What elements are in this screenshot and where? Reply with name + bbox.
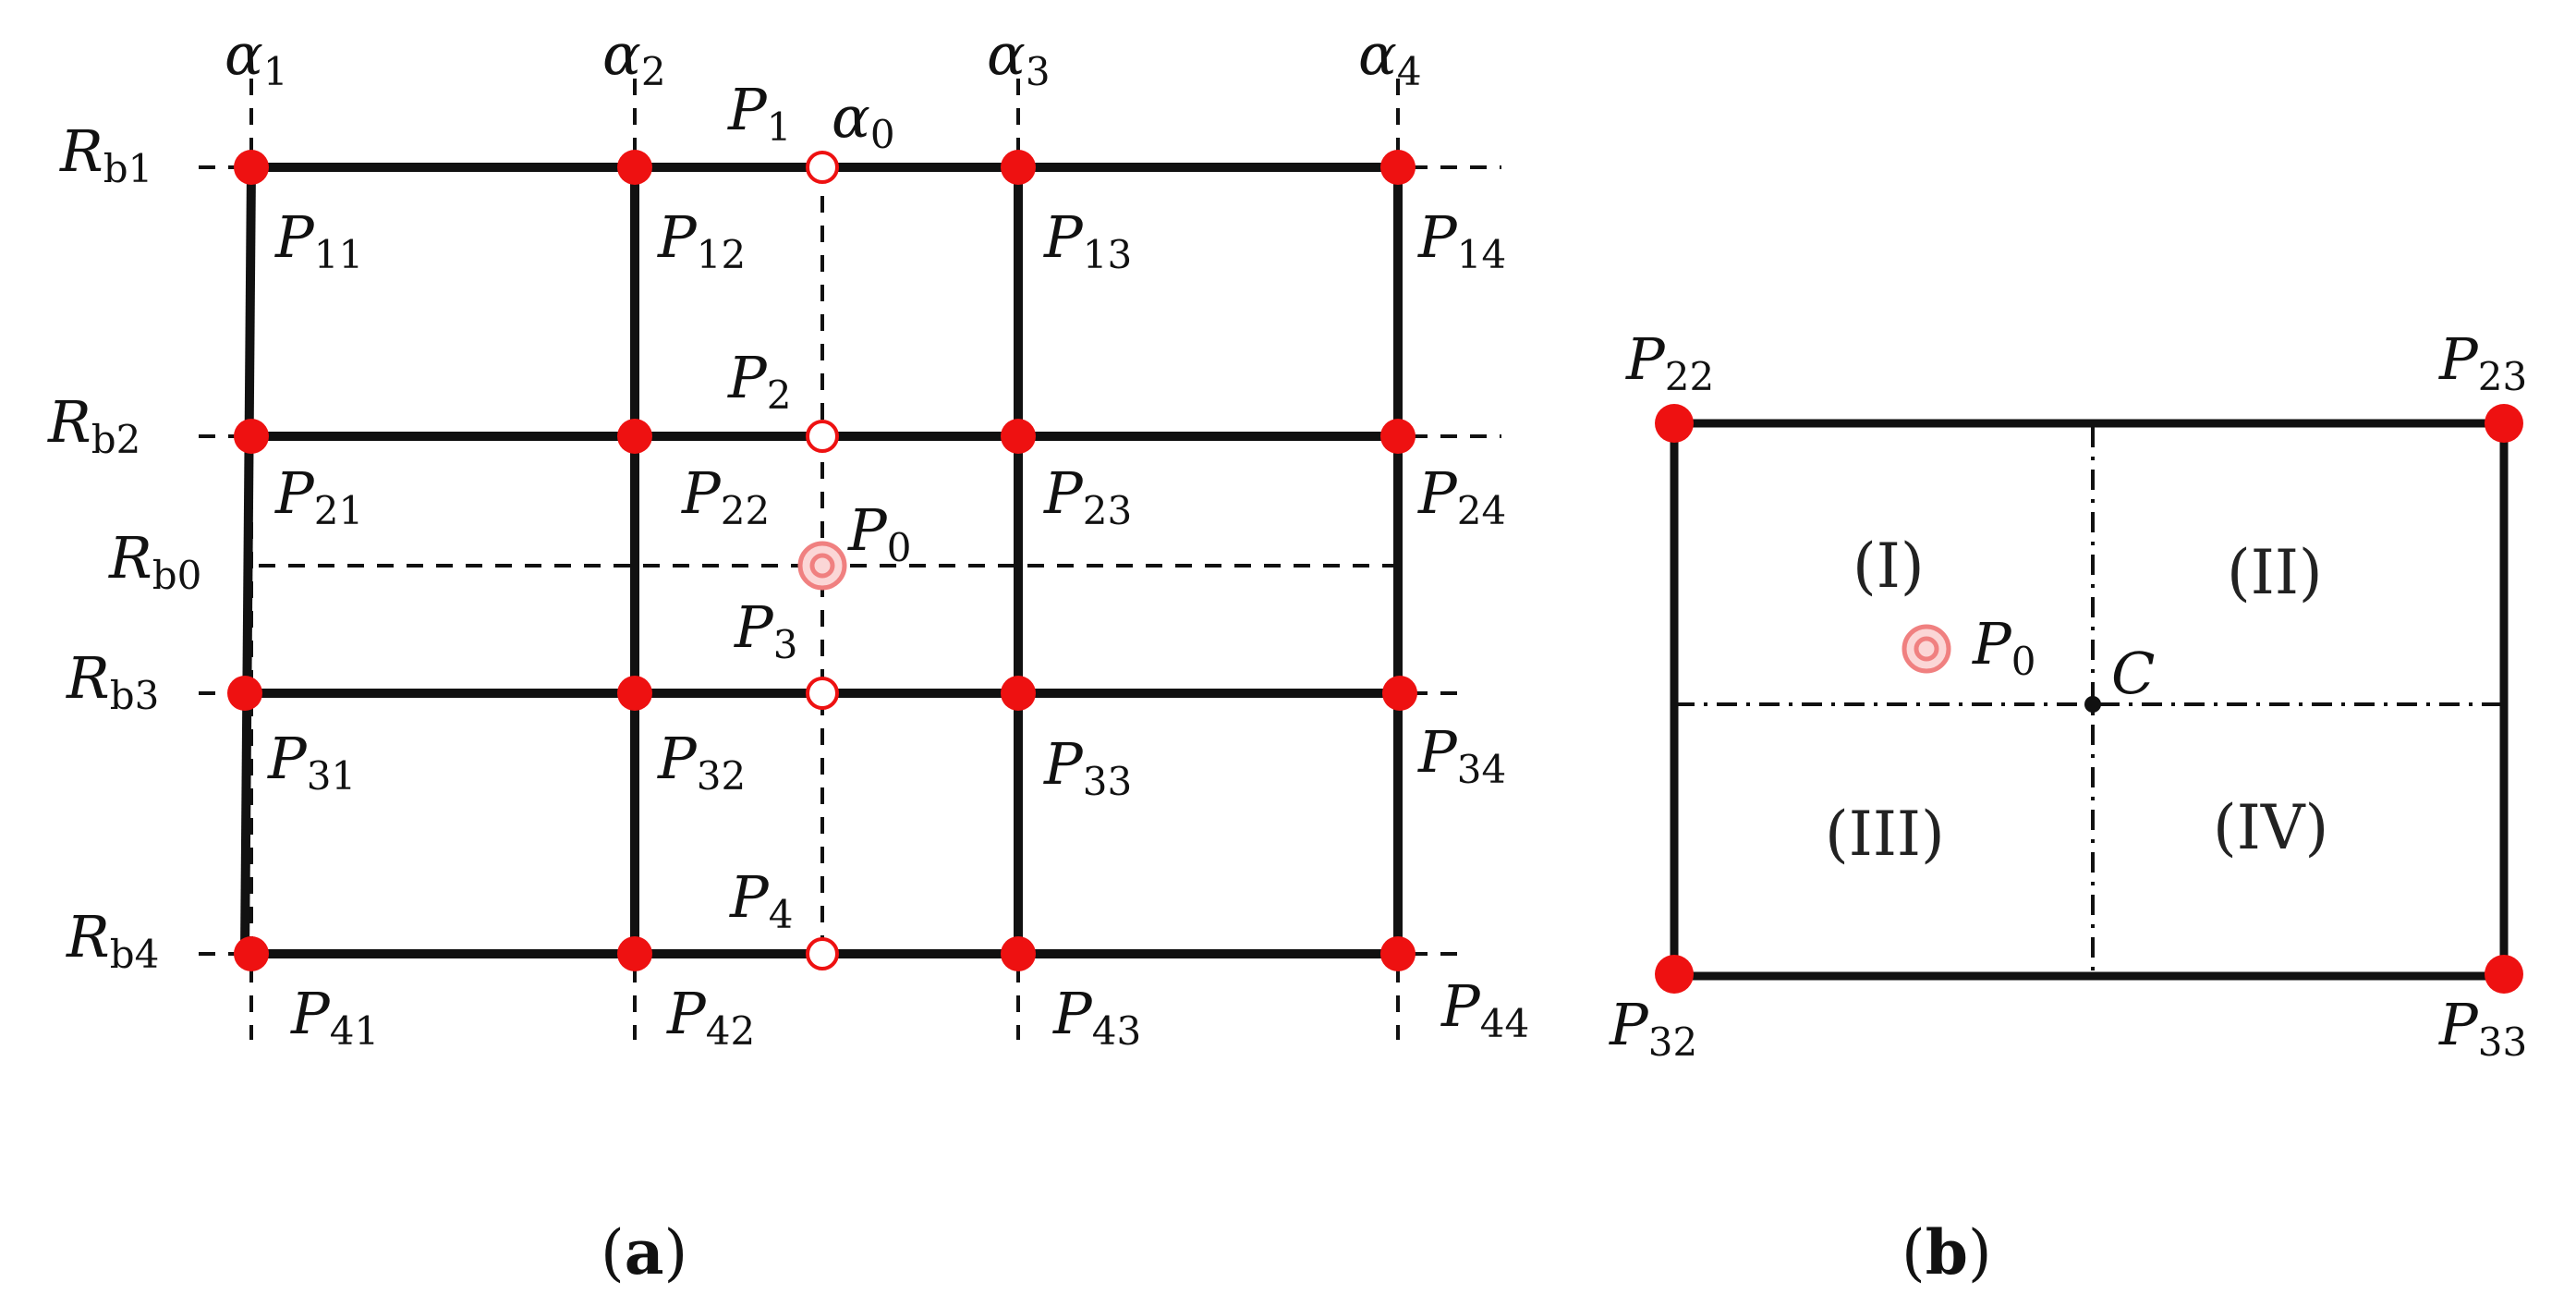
target-p0-marker-b [1902,624,1951,674]
center-point-c [2084,696,2101,713]
label-alpha4: α4 [1358,20,1422,94]
label-alpha3: α3 [987,20,1051,94]
label-alpha0: α0 [832,83,895,157]
label-p43: P43 [1052,980,1141,1054]
label-p22: P22 [681,459,770,533]
label-p24: P24 [1417,459,1506,533]
node-p34 [1382,676,1417,711]
node-p22 [617,419,652,454]
node-p43 [1001,936,1036,971]
probe-p1 [806,151,839,184]
label-p14: P14 [1417,203,1506,277]
label-corner-p33: P33 [2438,991,2527,1065]
quadrant-iii: (III) [1825,799,1945,870]
node-p24 [1380,419,1416,454]
cell-rectangle [1670,419,2509,981]
label-rb1: Rb1 [59,117,152,191]
corner-p33 [2485,955,2523,994]
label-corner-p32: P32 [1609,991,1697,1065]
panel-a: α1 α2 α3 α4 α0 Rb1 Rb2 Rb0 Rb3 Rb4 P11 P… [47,20,1529,1288]
label-p1: P1 [727,76,791,150]
node-p32 [617,676,652,711]
label-rb0: Rb0 [108,524,201,598]
label-p12: P12 [657,203,746,277]
node-p11 [234,150,269,185]
label-p23: P23 [1043,459,1132,533]
node-p23 [1001,419,1036,454]
label-p44: P44 [1440,972,1529,1046]
label-corner-p23: P23 [2438,325,2527,399]
corner-p22 [1655,404,1694,443]
label-p34: P34 [1417,718,1506,792]
probe-p3 [806,677,839,710]
label-p42: P42 [666,980,755,1054]
grid-nodes [227,150,1417,971]
node-p44 [1380,936,1416,971]
quadrant-ii: (II) [2227,537,2323,608]
panel-b: C P0 P22 P23 P32 P33 (I) (II) (III) (IV)… [1609,325,2527,1288]
label-p4: P4 [729,863,793,937]
label-c: C [2111,640,2155,707]
node-p12 [617,150,652,185]
node-p14 [1380,150,1416,185]
label-rb3: Rb3 [66,644,159,718]
probe-p4 [806,937,839,970]
label-p33: P33 [1043,730,1132,804]
node-p31 [227,676,262,711]
corner-p23 [2485,404,2523,443]
label-p21: P21 [274,459,363,533]
caption-a: (a) [601,1216,687,1288]
label-p3: P3 [734,593,797,667]
probe-nodes [806,151,839,970]
quadrant-iv: (IV) [2213,792,2328,863]
probe-p2 [806,420,839,453]
node-p41 [234,936,269,971]
label-alpha2: α2 [602,20,666,94]
grid-col-1 [240,166,256,955]
label-rb2: Rb2 [47,388,140,462]
target-p0-marker [797,541,847,591]
label-p41: P41 [290,980,379,1054]
label-p11: P11 [274,203,363,277]
label-corner-p22: P22 [1625,325,1714,399]
label-p0-b: P0 [1972,610,2035,684]
quadrant-i: (I) [1853,531,1925,602]
label-alpha1: α1 [225,20,288,94]
corner-p32 [1655,955,1694,994]
node-p42 [617,936,652,971]
label-p2: P2 [727,344,791,418]
label-p31: P31 [267,725,356,799]
label-rb4: Rb4 [66,903,159,977]
label-p0-a: P0 [847,496,911,570]
corner-nodes [1655,404,2523,994]
node-p13 [1001,150,1036,185]
node-p21 [234,419,269,454]
label-p13: P13 [1043,203,1132,277]
caption-b: (b) [1902,1216,1992,1288]
label-p32: P32 [657,725,746,799]
node-p33 [1001,676,1036,711]
